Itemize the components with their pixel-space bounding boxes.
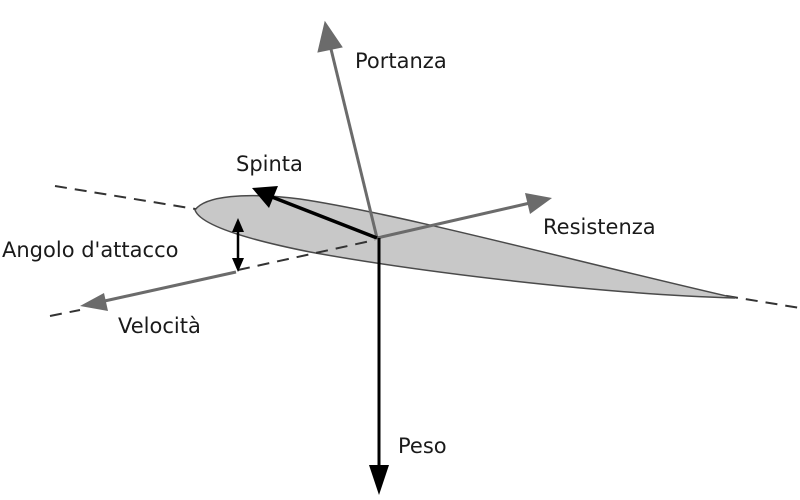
velocity-arrow [99,270,237,304]
angle-of-attack-arrowhead-top [232,218,244,232]
velocity-label: Velocità [118,314,201,338]
lift-label: Portanza [355,49,447,73]
drag-arrowhead [525,193,552,214]
airfoil-shape [194,194,736,299]
angle-of-attack-label: Angolo d'attacco [2,238,178,262]
weight-label: Peso [398,434,447,458]
lift-arrowhead [317,20,343,53]
angle-of-attack-arrowhead-bottom [232,258,244,272]
thrust-label: Spinta [236,152,303,176]
drag-arrow [376,201,531,240]
velocity-direction-line [237,239,376,271]
thrust-arrowhead [252,186,278,208]
thrust-arrow [271,195,378,240]
velocity-direction-line-tail [49,309,81,317]
velocity-arrowhead [80,293,108,311]
lift-arrow [328,44,379,239]
drag-label: Resistenza [543,215,656,239]
weight-arrowhead [369,465,389,495]
